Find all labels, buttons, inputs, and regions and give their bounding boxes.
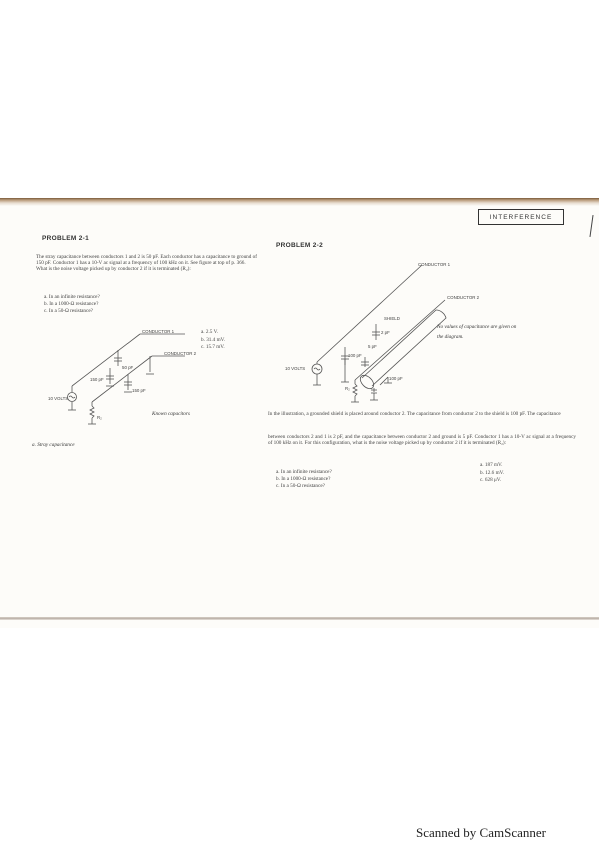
problem-1-questions: a. In an infinite resistance? b. In a 10… [44, 294, 100, 315]
problem-2-question-a: a. In an infinite resistance? [276, 469, 332, 475]
problem-2-question-b: b. In a 1000-Ω resistance? [276, 476, 331, 482]
p1-handwritten-caption: a. Stray capacitance [32, 442, 75, 448]
scanned-page [0, 198, 599, 628]
p1-label-resistor: R₂ [97, 415, 102, 420]
p2-label-conductor-1: CONDUCTOR 1 [418, 262, 451, 267]
problem-1-answer-b: b. 31.4 mV. [201, 336, 225, 343]
p1-label-source: 10 VOLTS [48, 396, 69, 401]
p2-resistor-icon [352, 383, 358, 397]
p1-label-cap-2g: 150 pF [132, 388, 146, 393]
problem-1-question-c: c. In a 50-Ω resistance? [44, 308, 93, 314]
p1-label-conductor-1: CONDUCTOR 1 [142, 329, 175, 334]
problem-1-question-b: b. In a 1000-Ω resistance? [44, 301, 99, 307]
p1-conductor-2-line [91, 355, 153, 403]
problem-2-answer-a: a. 187 mV. [480, 462, 503, 468]
p1-conductor-1-line [71, 333, 141, 387]
p2-label-cap-c: 5 pF [368, 344, 377, 349]
p1-handwritten-note: Known capacitors [152, 411, 190, 417]
p1-label-cap-1g: 150 pF [90, 377, 104, 382]
problem-2-answer-b: b. 12.6 mV. [480, 469, 504, 476]
interference-stamp: INTERFERENCE [478, 209, 564, 225]
p1-label-cap-12: 50 pF [122, 365, 134, 370]
p2-label-resistor: R₂ [345, 386, 350, 391]
problem-1-question-a: a. In an infinite resistance? [44, 294, 100, 300]
p2-handwritten-note: No values of capacitance are given on th… [437, 324, 517, 340]
problem-1-answers: a. 2.5 V. b. 31.4 mV. c. 15.7 mV. [201, 329, 225, 352]
problem-2-text-1: In the illustration, a grounded shield i… [268, 411, 561, 417]
page-top-edge [0, 198, 599, 206]
p2-label-conductor-2: CONDUCTOR 2 [447, 295, 480, 300]
p2-conductor-1-line [316, 264, 423, 363]
p1-source-icon [67, 392, 77, 402]
p2-label-source: 10 VOLTS [285, 366, 306, 371]
problem-1-answer-a: a. 2.5 V. [201, 329, 218, 335]
p2-shield-tube [361, 309, 447, 387]
problem-2-question-c: c. In a 50-Ω resistance? [276, 483, 325, 489]
p2-label-cap-b: 100 pF [348, 353, 362, 358]
p1-resistor-icon [89, 405, 95, 419]
problem-1-answer-c: c. 15.7 mV. [201, 344, 225, 350]
camscanner-watermark: Scanned by CamScanner [416, 825, 546, 840]
problem-2-answers: a. 187 mV. b. 12.6 mV. c. 628 μV. [480, 462, 504, 485]
problem-2-heading: PROBLEM 2-2 [276, 242, 324, 249]
p2-label-cap-a: 2 pF [381, 330, 390, 335]
problem-2-answer-c: c. 628 μV. [480, 477, 502, 483]
problem-1-heading: PROBLEM 2-1 [42, 235, 90, 242]
p1-label-conductor-2: CONDUCTOR 2 [164, 351, 197, 356]
problem-2-questions: a. In an infinite resistance? b. In a 10… [276, 469, 332, 490]
p2-conductor-2-line [354, 299, 446, 381]
problem-2-text-2: between conductors 2 and 1 is 2 pF, and … [268, 434, 576, 447]
p2-label-shield: SHIELD [384, 316, 400, 321]
page-bottom-edge [0, 617, 599, 620]
p2-label-cap-d: 100 pF [389, 376, 403, 381]
problem-1-text: The stray capacitance between conductors… [36, 254, 257, 273]
